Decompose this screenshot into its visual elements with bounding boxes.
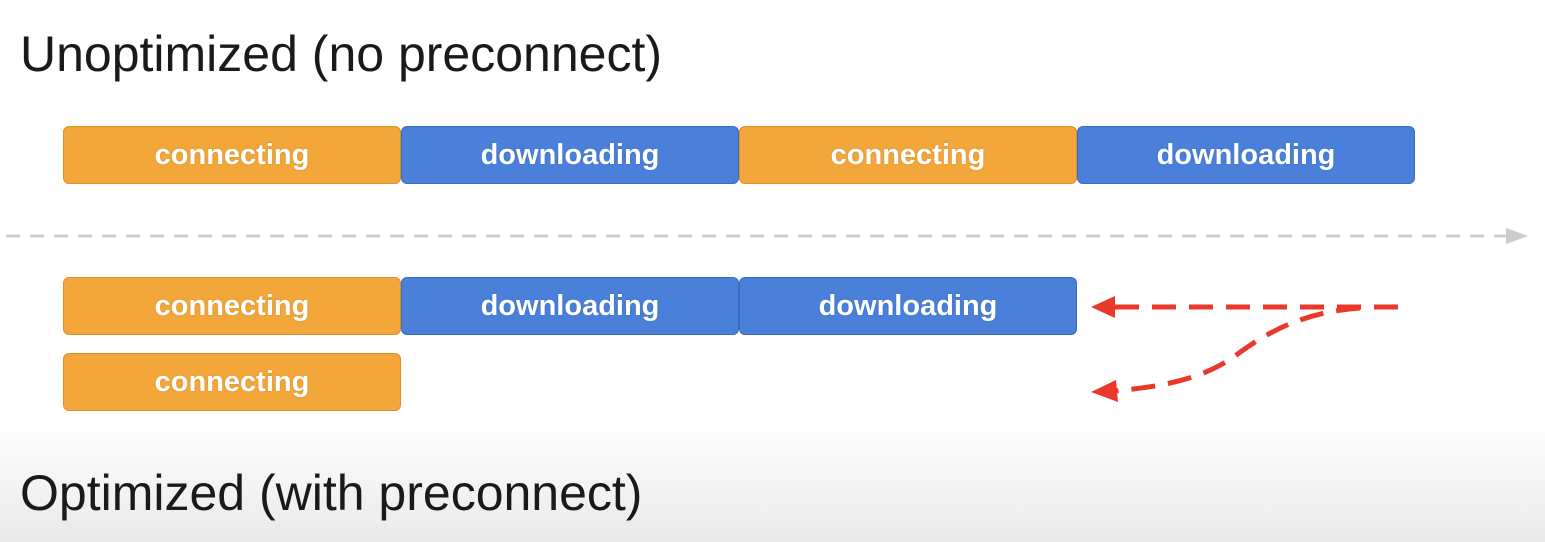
optimized-connecting-bar-2: connecting (63, 353, 401, 411)
unoptimized-downloading-bar-2: downloading (1077, 126, 1415, 184)
unoptimized-connecting-bar-2: connecting (739, 126, 1077, 184)
optimized-downloading-bar-2: downloading (739, 277, 1077, 335)
unoptimized-downloading-bar-1: downloading (401, 126, 739, 184)
title-unoptimized: Unoptimized (no preconnect) (20, 26, 662, 82)
savings-arrows-icon (1091, 296, 1398, 402)
optimized-connecting-bar-1: connecting (63, 277, 401, 335)
optimized-downloading-bar-1: downloading (401, 277, 739, 335)
unoptimized-connecting-bar-1: connecting (63, 126, 401, 184)
timeline-arrow-icon (6, 228, 1528, 244)
title-optimized: Optimized (with preconnect) (20, 465, 643, 521)
